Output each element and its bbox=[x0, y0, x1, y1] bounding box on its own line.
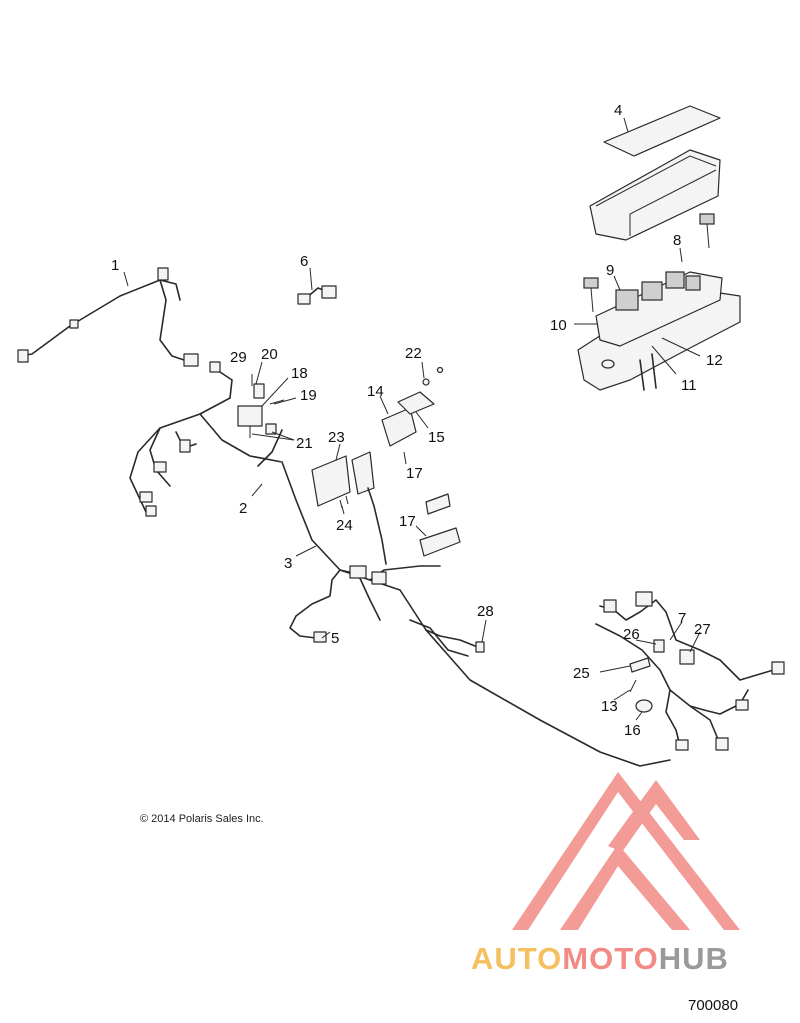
brand-part-auto: AUTO bbox=[471, 941, 563, 976]
callout-1: 1 bbox=[111, 257, 119, 274]
watermark-brand: AUTOMOTOHUB bbox=[471, 941, 729, 977]
sensor-part-26 bbox=[653, 639, 665, 653]
screw-part-13 bbox=[629, 679, 637, 693]
callout-21: 21 bbox=[296, 435, 313, 452]
callout-12: 12 bbox=[706, 352, 723, 369]
callout-10: 10 bbox=[550, 317, 567, 334]
callout-18: 18 bbox=[291, 365, 308, 382]
callout-15: 15 bbox=[428, 429, 445, 446]
brand-part-hub: HUB bbox=[658, 941, 729, 976]
screw-part-19 bbox=[269, 399, 285, 405]
callout-7: 7 bbox=[678, 610, 686, 627]
screw-part-24 bbox=[339, 495, 349, 509]
callout-22: 22 bbox=[405, 345, 422, 362]
fuse-box-cover-part-4 bbox=[589, 105, 721, 241]
copyright-notice: © 2014 Polaris Sales Inc. bbox=[140, 813, 264, 825]
fuse-box-part-10 bbox=[577, 271, 741, 391]
harness-part-7 bbox=[595, 591, 785, 751]
bracket-part-20 bbox=[253, 383, 265, 399]
callout-26: 26 bbox=[623, 626, 640, 643]
callout-20: 20 bbox=[261, 346, 278, 363]
callout-25: 25 bbox=[573, 665, 590, 682]
brand-part-moto: MOTO bbox=[562, 941, 659, 976]
module-part-14 bbox=[381, 407, 417, 447]
callout-14: 14 bbox=[367, 383, 384, 400]
callout-labels: 1 2 3 4 5 6 7 8 9 10 11 12 13 14 15 16 1… bbox=[111, 102, 723, 739]
bolt-part-8 bbox=[699, 213, 715, 249]
callout-28: 28 bbox=[477, 603, 494, 620]
figure-number: 700080 bbox=[688, 997, 739, 1014]
fastener-part-22 bbox=[422, 366, 444, 386]
callout-17b: 17 bbox=[399, 513, 416, 530]
harness-part-2 bbox=[129, 361, 671, 767]
harness-part-28 bbox=[409, 619, 485, 657]
callout-2: 2 bbox=[239, 500, 247, 517]
connector-part-17 bbox=[419, 493, 461, 557]
callout-17a: 17 bbox=[406, 465, 423, 482]
callout-13: 13 bbox=[601, 698, 618, 715]
callout-29: 29 bbox=[230, 349, 247, 366]
cover-part-15 bbox=[397, 391, 435, 415]
ecu-part-23 bbox=[311, 451, 387, 565]
callout-8: 8 bbox=[673, 232, 681, 249]
callout-3: 3 bbox=[284, 555, 292, 572]
callout-19: 19 bbox=[300, 387, 317, 404]
watermark-logo-icon bbox=[512, 772, 740, 930]
bolt-part-9 bbox=[583, 277, 599, 313]
callout-11: 11 bbox=[681, 377, 697, 394]
callout-4: 4 bbox=[614, 102, 622, 119]
callout-9: 9 bbox=[606, 262, 614, 279]
callout-16: 16 bbox=[624, 722, 641, 739]
grommet-part-16 bbox=[635, 699, 653, 713]
callout-5: 5 bbox=[331, 630, 339, 647]
callout-6: 6 bbox=[300, 253, 308, 270]
callout-24: 24 bbox=[336, 517, 353, 534]
harness-part-1 bbox=[17, 267, 199, 367]
sensor-part-25 bbox=[629, 657, 651, 673]
relay-part-18 bbox=[237, 405, 263, 438]
connector-part-21 bbox=[265, 423, 277, 435]
callout-27: 27 bbox=[694, 621, 711, 638]
callout-23: 23 bbox=[328, 429, 345, 446]
leader-lines bbox=[123, 117, 701, 721]
harness-part-5 bbox=[289, 565, 441, 643]
sensor-part-6 bbox=[297, 285, 337, 305]
